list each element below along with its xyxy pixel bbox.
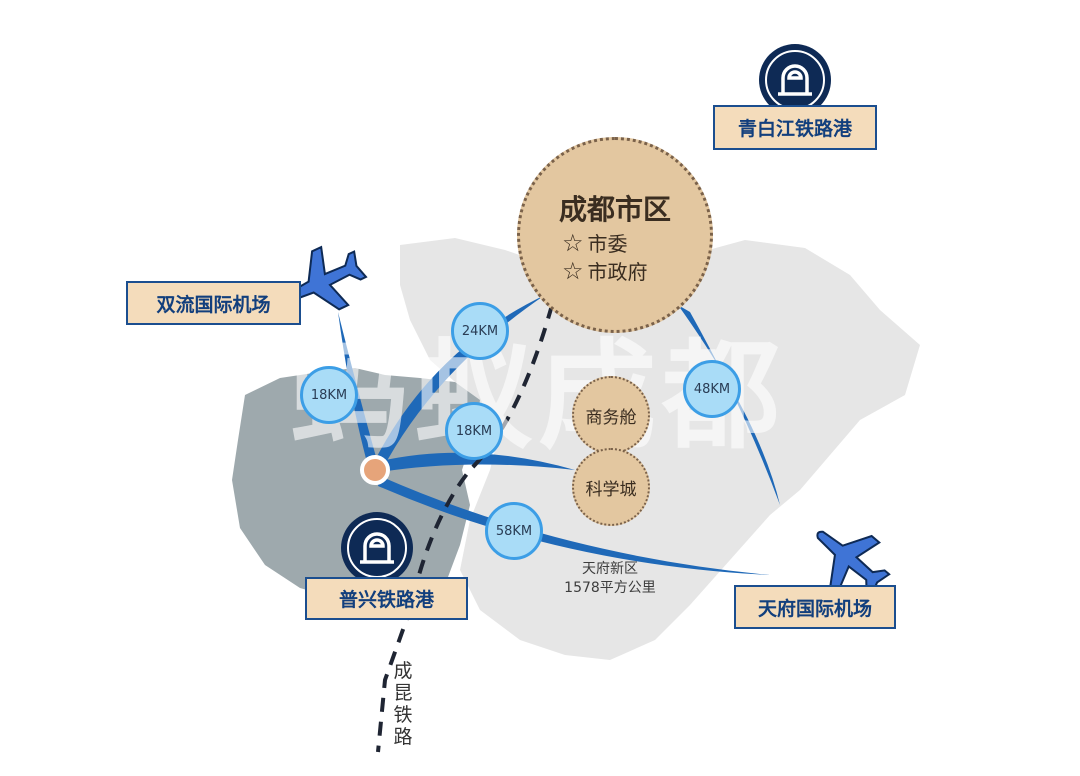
- label-qingbaijiang-rail-port: 青白江铁路港: [713, 105, 877, 150]
- city-item-committee-label: 市委: [587, 232, 628, 256]
- label-shuangliu-airport: 双流国际机场: [126, 281, 301, 325]
- origin-point: [360, 455, 390, 485]
- railway-label-char: 昆: [393, 682, 413, 704]
- shuangliu-district-region: [232, 368, 480, 615]
- tianfu-new-area-name: 天府新区: [582, 561, 638, 577]
- city-item-government-label: 市政府: [587, 260, 648, 284]
- label-puxing-rail-port: 普兴铁路港: [305, 577, 468, 620]
- route-to-shuangliu: [338, 312, 378, 466]
- distance-to-shuangliu: 18KM: [300, 366, 358, 424]
- railway-label-char: 成: [393, 660, 413, 682]
- railway-logo-icon: [341, 512, 413, 584]
- distance-to-city: 24KM: [451, 302, 509, 360]
- distance-to-science-city: 18KM: [445, 402, 503, 460]
- city-center-title: 成都市区: [558, 193, 671, 226]
- zone-business-cabin: 商务舱: [572, 376, 650, 454]
- star-icon: ☆: [562, 229, 584, 257]
- city-item-government: ☆市政府: [562, 256, 648, 285]
- city-center-circle: 成都市区 ☆市委 ☆市政府: [517, 137, 713, 333]
- tianfu-new-area-caption: 天府新区 1578平方公里: [540, 560, 680, 598]
- route-to-city: [372, 295, 545, 470]
- railway-logo-icon: [759, 44, 831, 116]
- city-item-committee: ☆市委: [562, 228, 628, 257]
- distance-to-tianfu-airport: 58KM: [485, 502, 543, 560]
- railway-label-char: 路: [393, 726, 413, 748]
- railway-label-char: 铁: [393, 704, 413, 726]
- zone-science-city: 科学城: [572, 448, 650, 526]
- star-icon: ☆: [562, 257, 584, 285]
- distance-city-to-tianfu-airport: 48KM: [683, 360, 741, 418]
- label-tianfu-airport: 天府国际机场: [734, 585, 896, 629]
- railway-label: 成 昆 铁 路: [391, 660, 415, 748]
- tianfu-new-area-size: 1578平方公里: [564, 580, 656, 596]
